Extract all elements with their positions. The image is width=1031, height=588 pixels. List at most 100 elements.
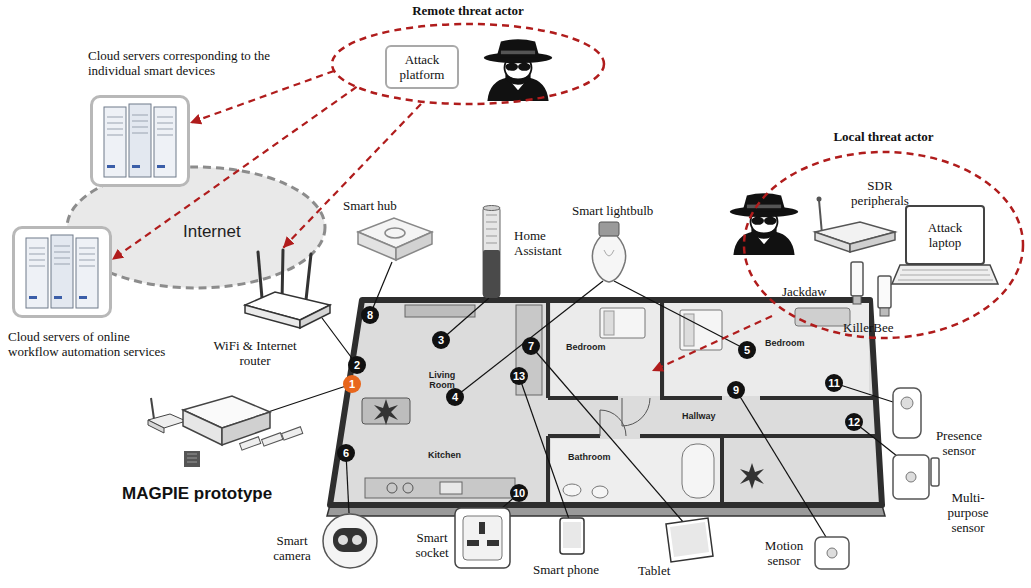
- usb-dongle: [851, 262, 863, 296]
- socket-icon: [479, 522, 485, 534]
- callout-badge: 6: [337, 444, 355, 462]
- motion-sensor-icon: [815, 537, 849, 569]
- spy-icon: [505, 63, 518, 71]
- server-rack: [29, 246, 95, 266]
- magpie-device: [262, 433, 283, 446]
- device-label: Home Assistant: [514, 228, 578, 258]
- callout-badge: 9: [727, 381, 745, 399]
- text-holder: Cloud servers of online workflow automat…: [8, 329, 174, 359]
- spy-icon: [751, 217, 764, 225]
- spy-icon: [484, 39, 552, 101]
- device-label: Smart camera: [266, 533, 318, 563]
- callout-badge: 7: [522, 337, 540, 355]
- leader-lines: [262, 384, 352, 414]
- multipurpose-sensor-icon: [893, 455, 939, 499]
- device-label: Smart hub: [343, 198, 397, 213]
- device-label: Presence sensor: [926, 428, 992, 458]
- multipurpose-sensor-icon: [931, 458, 939, 486]
- sdr-device: [817, 197, 822, 202]
- device-label: Smart socket: [410, 530, 454, 560]
- room-label: Hallway: [682, 411, 716, 421]
- floor-plan: [365, 478, 515, 498]
- callout-number: 8: [367, 309, 373, 321]
- device-label: Smart camera: [266, 533, 318, 563]
- server-rack: [90, 95, 190, 187]
- device-label: SDR peripherals: [845, 178, 915, 208]
- device-label: Home Assistant: [514, 228, 578, 258]
- device-label: Presence sensor: [926, 428, 992, 458]
- presence-sensor-icon: [893, 388, 921, 438]
- callout-number: 5: [744, 344, 750, 356]
- text-holder: Attack laptop: [907, 207, 983, 263]
- sdr-device: [850, 232, 895, 252]
- camera-icon: [323, 514, 377, 568]
- device-label: Smart lightbulb: [572, 203, 653, 218]
- floor-plan: [330, 300, 882, 505]
- phone-icon: [560, 518, 584, 554]
- server-frame: Cloud servers corresponding to the indiv…: [90, 95, 190, 187]
- callout-badge: 10: [510, 484, 528, 502]
- callout-badge: 12: [845, 413, 863, 431]
- leader-lines: [262, 262, 902, 537]
- room-label: Bedroom: [566, 342, 606, 352]
- home-assistant-icon: [483, 250, 500, 297]
- device-label: Jackdaw: [782, 284, 827, 299]
- laptop-base: [898, 270, 993, 280]
- router-icon: [306, 254, 311, 300]
- callout-badge: 13: [510, 367, 528, 385]
- floor-plan: [680, 310, 722, 350]
- text-holder: Remote threat actor: [320, 3, 616, 18]
- leader-lines: [531, 346, 684, 523]
- device-label: Smart socket: [410, 530, 454, 560]
- floor-plan: [551, 439, 720, 502]
- device-label: Jackdaw: [782, 284, 827, 299]
- laptop-base: [892, 265, 998, 284]
- spy-icon: [751, 228, 776, 239]
- callout-badge: 8: [361, 306, 379, 324]
- tablet-icon: [666, 518, 713, 562]
- server-rack: [29, 296, 37, 299]
- camera-icon: [323, 514, 377, 568]
- floor-plan: [405, 305, 475, 317]
- floor-plan: [665, 303, 869, 396]
- lightbulb-icon: [599, 222, 619, 236]
- callout-badge: 4: [446, 388, 464, 406]
- floor-plan: [546, 300, 550, 398]
- node-text: Local threat actor: [742, 129, 1025, 144]
- magpie-device: [282, 427, 303, 440]
- device-label: Smart phone: [533, 562, 599, 577]
- threat-region-outline: [744, 152, 1023, 338]
- callout-number: 2: [354, 359, 360, 371]
- room-label: Living Room: [420, 370, 464, 390]
- phone-icon: [560, 518, 584, 554]
- room-label: Hallway: [682, 411, 716, 421]
- server-rack: [107, 115, 173, 135]
- smart-hub-icon: [358, 232, 396, 260]
- motion-sensor-icon: [815, 537, 849, 569]
- server-rack: [12, 226, 112, 318]
- home-assistant-icon: [486, 215, 497, 243]
- platform-box: Attack platform: [385, 45, 459, 89]
- node-text: Attack laptop: [912, 220, 978, 250]
- node-text: Attack platform: [392, 52, 452, 82]
- leader-lines: [455, 281, 603, 397]
- leader-lines: [834, 383, 893, 402]
- multipurpose-sensor-icon: [893, 455, 929, 499]
- floor-plan: [563, 484, 581, 496]
- callout-number: 3: [438, 334, 444, 346]
- phone-icon: [563, 522, 581, 548]
- magpie-device: [148, 396, 303, 467]
- callout-number: 6: [343, 447, 349, 459]
- floor-plan: [403, 483, 413, 493]
- usb-dongle: [853, 296, 861, 304]
- callout-badge: 5: [738, 341, 756, 359]
- room-label: Living Room: [420, 370, 464, 390]
- laptop-base: [892, 265, 998, 284]
- floor-plan: [684, 314, 694, 346]
- smart-hub-icon: [358, 218, 432, 260]
- lightbulb-icon: [604, 250, 614, 256]
- device-label: Tablet: [638, 563, 670, 578]
- spy-icon: [501, 51, 535, 55]
- floor-plan: [592, 486, 608, 498]
- room-label: Kitchen: [428, 450, 461, 460]
